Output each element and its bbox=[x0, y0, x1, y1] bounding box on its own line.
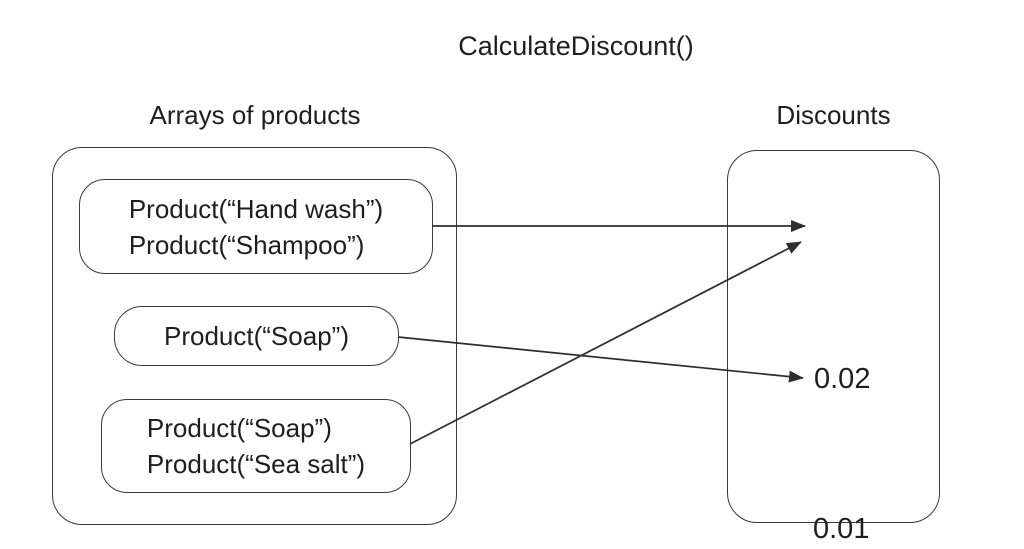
products-container: Product(“Hand wash”) Product(“Shampoo”) … bbox=[52, 147, 457, 525]
diagram-title: CalculateDiscount() bbox=[458, 31, 694, 61]
discount-value-1: 0.02 bbox=[814, 363, 871, 395]
product-group-3: Product(“Soap”) Product(“Sea salt”) bbox=[101, 399, 411, 493]
product-group-2: Product(“Soap”) bbox=[114, 306, 399, 366]
product-line: Product(“Sea salt”) bbox=[146, 449, 366, 479]
product-group-3-text: Product(“Soap”) Product(“Sea salt”) bbox=[147, 410, 365, 482]
discounts-container: 0.02 0.01 bbox=[727, 150, 940, 545]
product-line: Product(“Soap”) bbox=[146, 413, 332, 443]
product-line: Product(“Hand wash”) bbox=[128, 193, 384, 224]
discounts-column-heading: Discounts bbox=[776, 100, 891, 130]
products-column-heading: Arrays of products bbox=[149, 100, 361, 130]
product-line: Product(“Soap”) bbox=[164, 321, 349, 351]
product-group-2-text: Product(“Soap”) bbox=[164, 318, 349, 354]
discount-value-2: 0.01 bbox=[813, 513, 870, 545]
product-group-1-text: Product(“Hand wash”) Product(“Shampoo”) bbox=[129, 191, 383, 263]
product-group-1: Product(“Hand wash”) Product(“Shampoo”) bbox=[79, 179, 433, 274]
product-line: Product(“Shampoo”) bbox=[128, 229, 365, 260]
